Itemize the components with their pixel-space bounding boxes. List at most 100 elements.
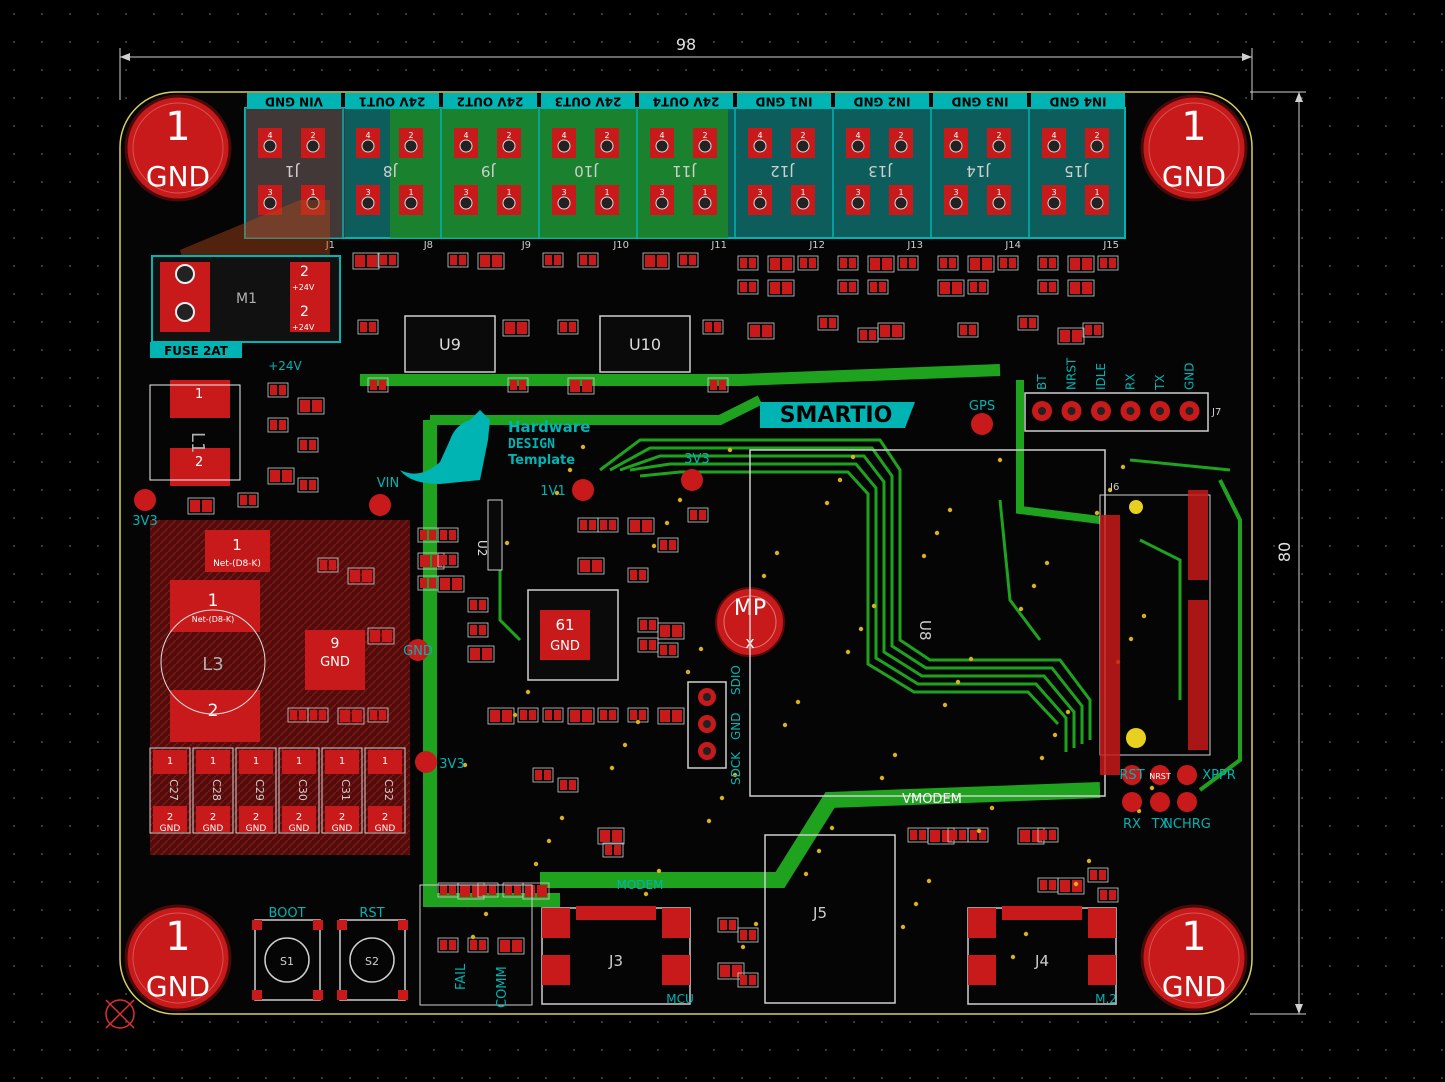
via <box>677 497 683 503</box>
via <box>622 742 628 748</box>
s1-label: S1 <box>280 955 294 968</box>
via <box>879 775 885 781</box>
capacitor-pad-number: 2 <box>253 812 259 823</box>
terminal-pin-number: 3 <box>463 188 468 197</box>
capacitor-outline <box>192 747 234 834</box>
via <box>567 467 573 473</box>
smd-pad <box>1100 890 1107 900</box>
debug-label: GND <box>729 712 743 740</box>
via <box>1023 931 1029 937</box>
smd-outline <box>337 707 365 725</box>
smd-pad <box>352 710 362 722</box>
mounting-hole-pad: 1 <box>165 914 190 960</box>
mounting-hole-net: GND <box>146 160 210 193</box>
smd-pad <box>569 780 576 790</box>
test-point-label: GND <box>403 644 433 659</box>
via <box>740 944 746 950</box>
smd-outline <box>1067 255 1095 273</box>
terminal-drill <box>992 139 1006 153</box>
fuse-holder: 2 2 +24V +24V M1 FUSE 2AT <box>150 200 341 358</box>
terminal-pin-number: 3 <box>267 188 272 197</box>
usb-connector-j3: J3 MCU MODEM <box>541 878 694 1006</box>
test-point-label: 3V3 <box>439 757 464 772</box>
ic-u2-label: U2 <box>475 540 489 556</box>
terminal-ref: J13 <box>906 240 923 251</box>
smd-pad <box>849 282 856 292</box>
terminal-pin-number: 2 <box>310 131 315 140</box>
smd-pad <box>592 560 602 572</box>
reset-button[interactable]: RST S2 <box>337 906 408 1001</box>
via <box>845 649 851 655</box>
smd-pad <box>570 710 580 722</box>
smd-outline <box>502 319 530 337</box>
smd-pad <box>892 325 902 337</box>
smd-outline <box>642 252 670 270</box>
debug-label: SDCK <box>729 751 743 785</box>
terminal-pin-number: 4 <box>659 131 664 140</box>
terminal-ref-silk: J14 <box>966 162 991 180</box>
smd-pad <box>1000 258 1007 268</box>
svg-text:J4: J4 <box>1034 952 1049 970</box>
smd-pad <box>502 710 512 722</box>
smd-outline <box>657 707 685 725</box>
smartio-logo: SMARTIO <box>760 402 915 428</box>
smd-pad <box>880 325 890 337</box>
smd-pad <box>299 710 306 720</box>
boot-button[interactable]: BOOT S1 <box>252 906 323 1001</box>
smd-outline <box>477 252 505 270</box>
smd-pad <box>480 885 487 895</box>
terminal-pin-number: 4 <box>267 131 272 140</box>
header-pin-label: IDLE <box>1094 363 1108 390</box>
terminal-label-bg <box>933 93 1027 109</box>
smd-pad <box>669 645 676 655</box>
terminal-label-bg <box>737 93 831 109</box>
test-point <box>572 479 594 501</box>
header-j7[interactable]: J7 <box>1024 392 1221 432</box>
smd-pad <box>1109 890 1116 900</box>
smd-pad <box>420 530 427 540</box>
smd-pad <box>657 255 667 267</box>
test-point <box>407 639 429 661</box>
smd-pad <box>429 530 436 540</box>
smd-pad <box>535 770 542 780</box>
svg-text:U8: U8 <box>916 620 934 641</box>
terminal-drill <box>502 196 516 210</box>
smd-pad <box>660 625 670 637</box>
modem-pad-label: XPPR <box>1202 768 1236 783</box>
capacitor-pad-number: 2 <box>339 812 345 823</box>
via <box>483 911 489 917</box>
smd-pad <box>840 282 847 292</box>
capacitor-pad-number: 1 <box>296 756 302 767</box>
smd-pad <box>270 385 277 395</box>
smd-pad <box>440 530 447 540</box>
smd-outline <box>1037 279 1059 295</box>
smd-pad <box>300 400 310 412</box>
capacitor-pad <box>368 806 402 832</box>
fuse-label: FUSE 2AT <box>164 344 229 358</box>
debug-connector[interactable] <box>687 681 727 769</box>
smd-pad <box>749 930 756 940</box>
smd-pad <box>740 258 747 268</box>
smd-pad <box>930 830 940 842</box>
capacitor-outline <box>149 747 191 834</box>
smd-pad <box>505 885 512 895</box>
terminal-label-bg <box>541 93 635 109</box>
smd-outline <box>477 882 499 898</box>
smd-pad <box>719 380 726 390</box>
terminal-pin-number: 4 <box>561 131 566 140</box>
smd-outline <box>267 417 289 433</box>
terminal-pin-number: 3 <box>953 188 958 197</box>
smd-pad <box>699 510 706 520</box>
smd-pad <box>869 330 876 340</box>
via <box>774 550 780 556</box>
terminal-label-bg <box>247 93 341 109</box>
smd-outline <box>577 252 599 268</box>
smd-pad <box>300 480 307 490</box>
smd-outline <box>297 437 319 453</box>
smd-pad <box>300 440 307 450</box>
terminal-drill <box>753 139 767 153</box>
smd-outline <box>567 707 595 725</box>
terminal-label: VIN GND <box>265 95 323 109</box>
smd-pad <box>714 322 721 332</box>
